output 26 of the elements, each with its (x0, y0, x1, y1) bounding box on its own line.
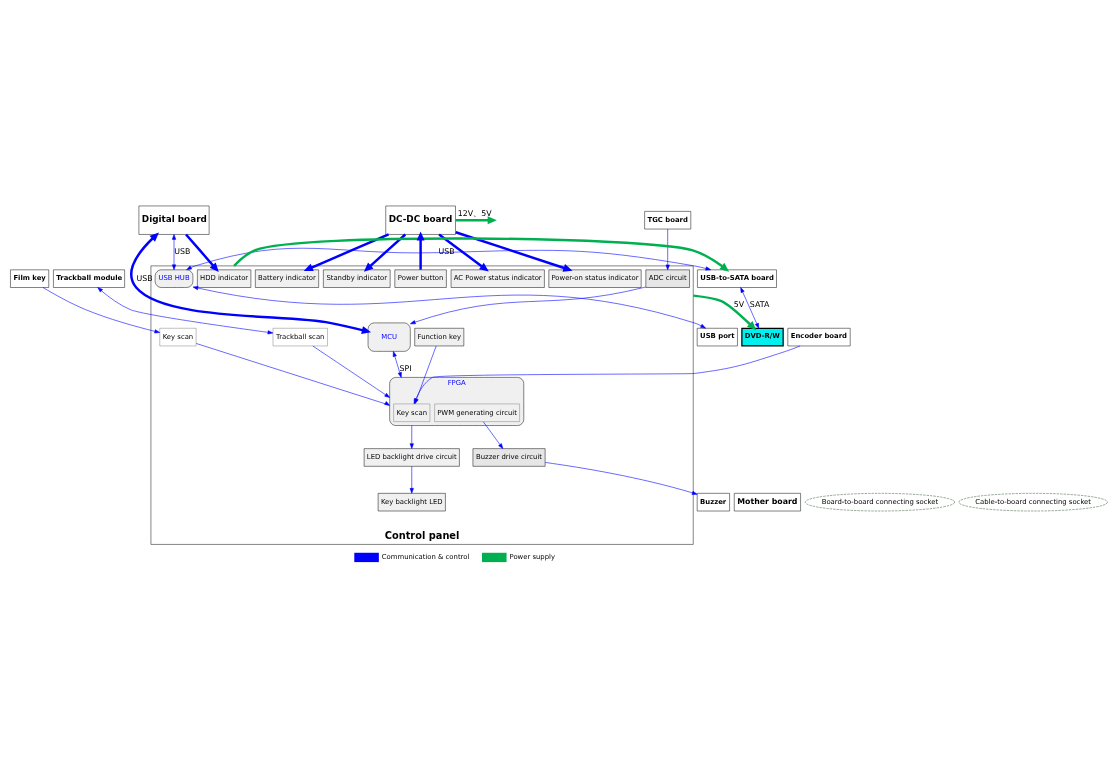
arrow (312, 345, 390, 398)
arrow (196, 343, 390, 406)
arrow (416, 231, 425, 270)
arrow (455, 231, 573, 272)
arrow (172, 234, 177, 270)
node-box: DC-DC board (385, 205, 456, 235)
arrow (409, 425, 414, 449)
arrow (185, 233, 219, 272)
arrow (665, 228, 670, 271)
arrow (410, 286, 646, 325)
arrow (363, 233, 407, 272)
arrow (409, 466, 414, 494)
arrow (303, 233, 390, 272)
arrow (693, 294, 757, 331)
node-box: Digital board (138, 205, 210, 235)
arrow (392, 351, 402, 378)
arrow (130, 232, 372, 334)
arrow (192, 286, 706, 329)
arrow (482, 421, 504, 449)
arrow (233, 237, 730, 272)
arrow (97, 287, 274, 335)
arrow (42, 287, 160, 334)
arrow (545, 462, 698, 495)
arrow (186, 247, 712, 271)
arrow (740, 287, 760, 329)
arrow (438, 233, 489, 272)
